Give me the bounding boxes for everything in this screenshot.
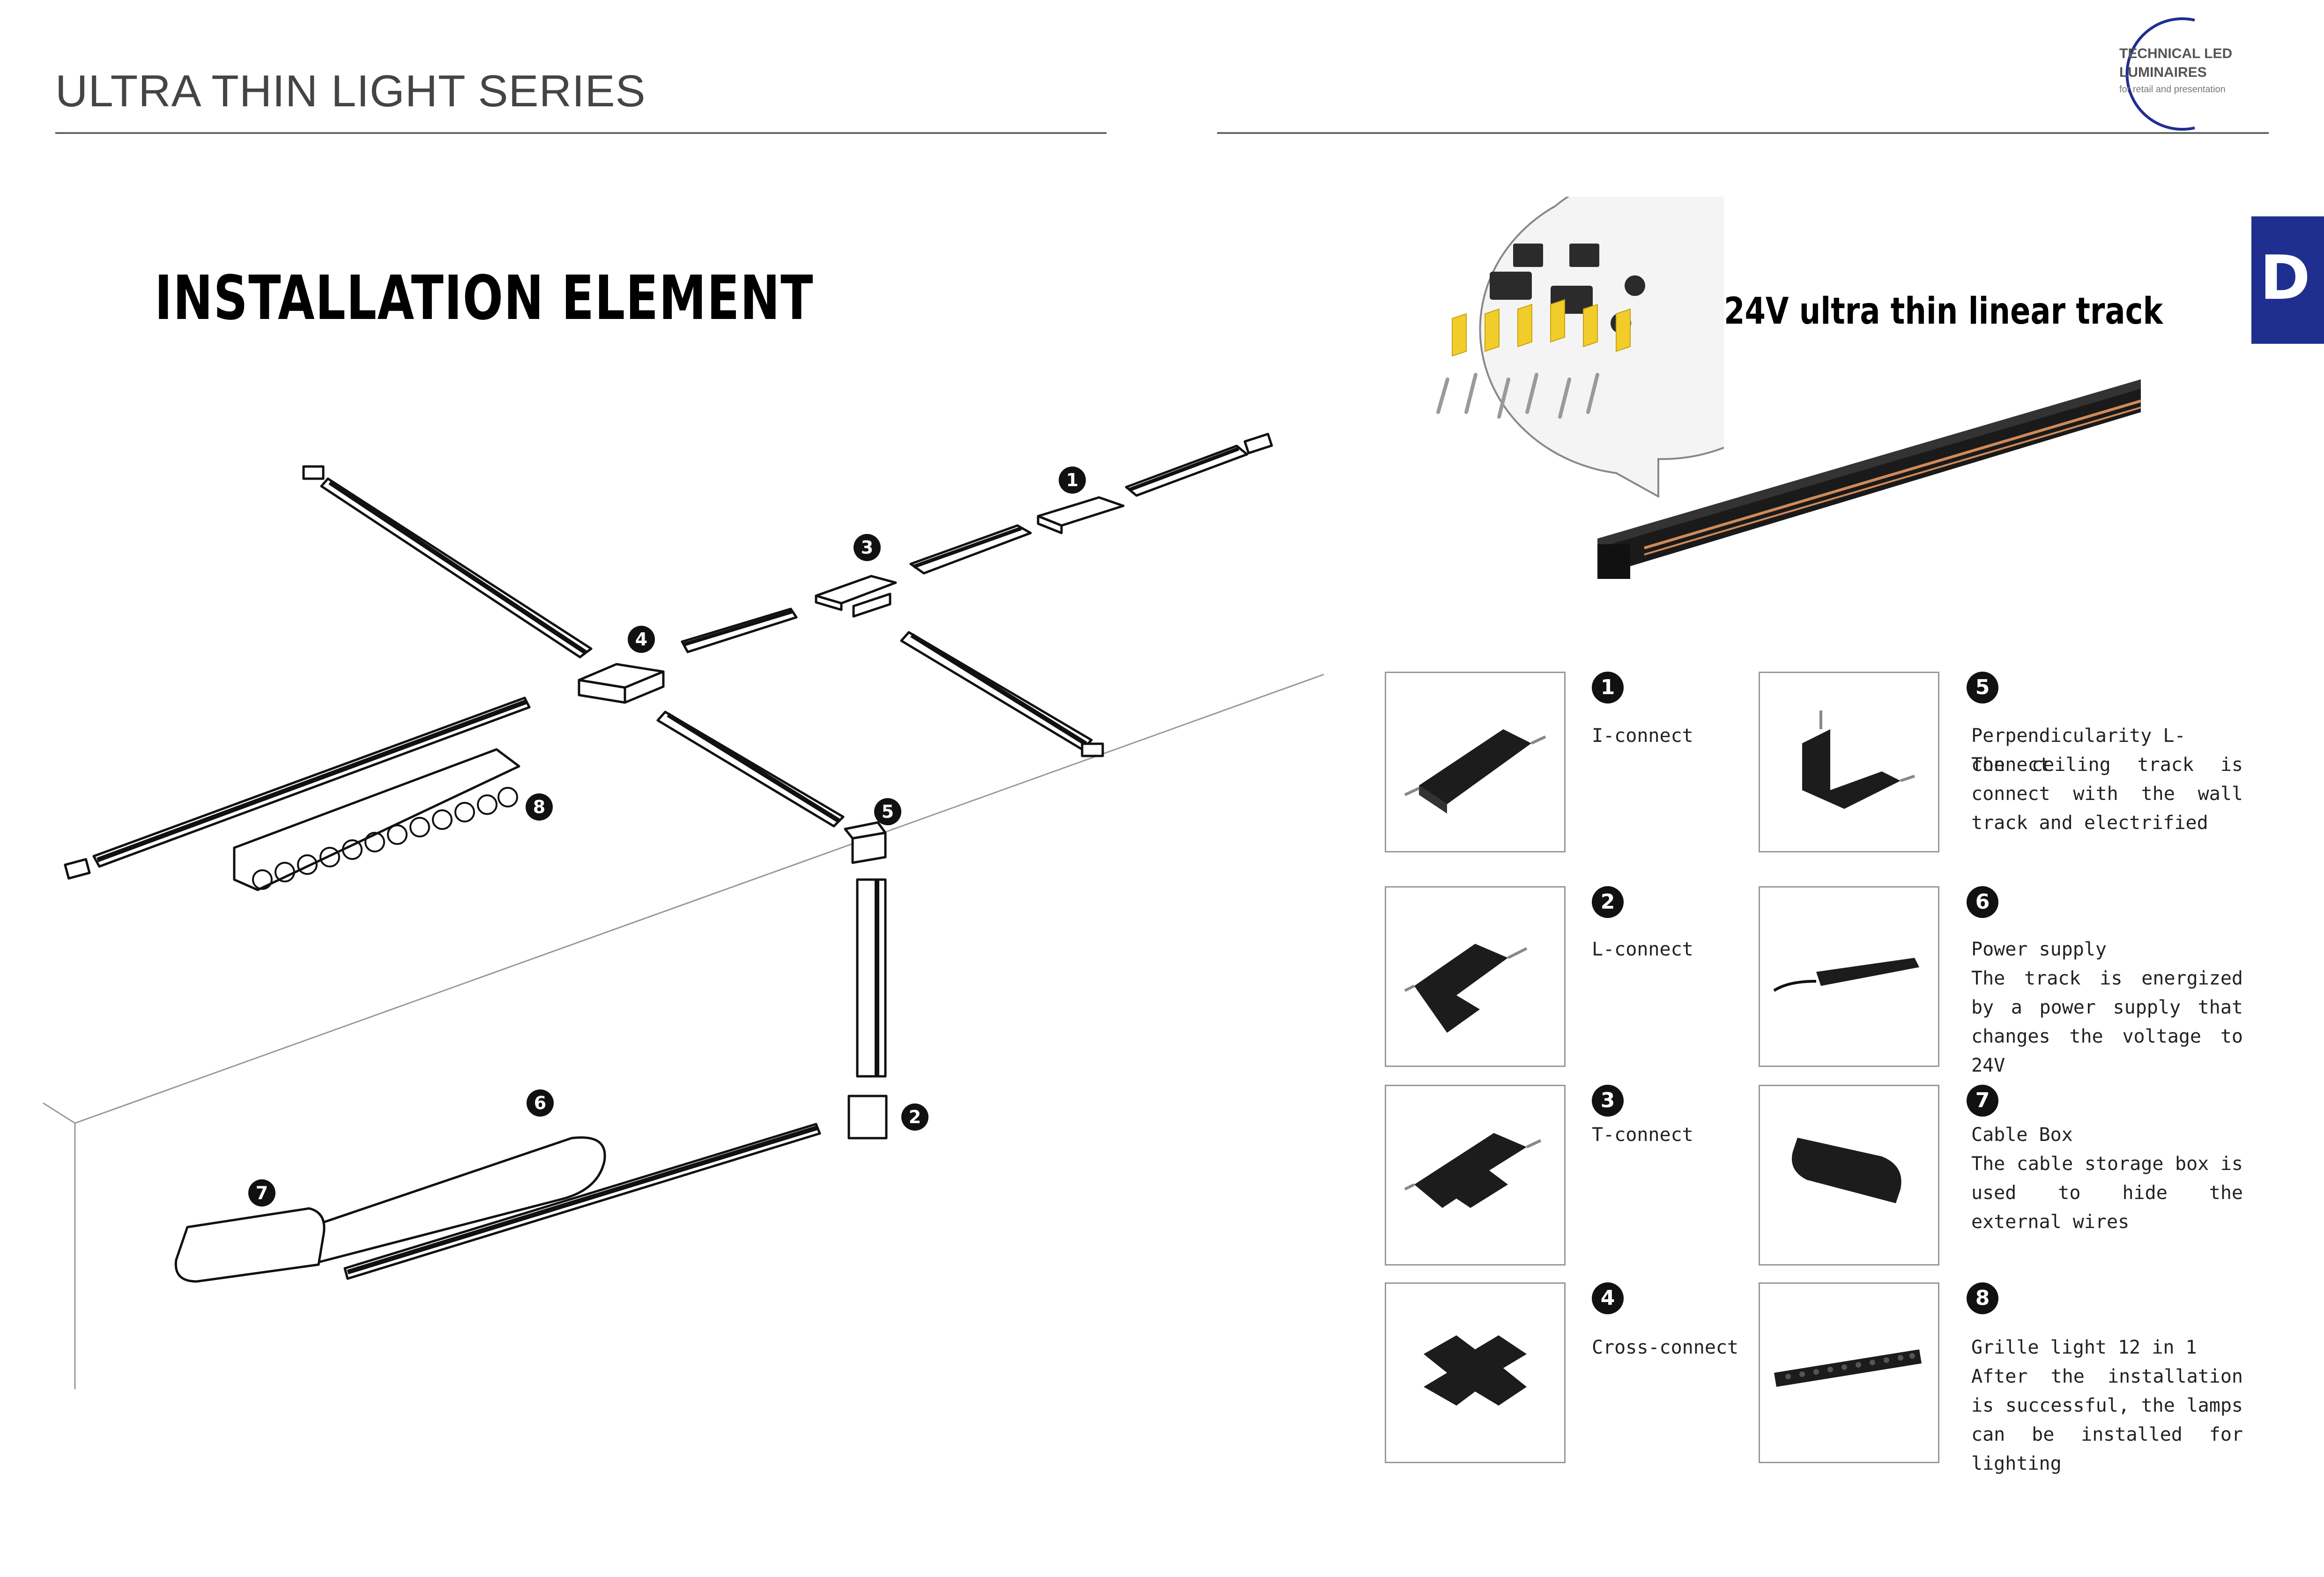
component-thumb-2 — [1385, 886, 1566, 1067]
component-name-3: T-connect — [1592, 1124, 1693, 1146]
track-render — [1597, 379, 2141, 579]
component-thumb-5 — [1759, 672, 1939, 852]
component-thumb-3 — [1385, 1085, 1566, 1266]
accessories-bubble — [1436, 197, 1724, 498]
header-divider-left — [55, 132, 1106, 134]
component-name-1: I-connect — [1592, 725, 1693, 747]
component-desc-7: The cable storage box is used to hide th… — [1971, 1153, 2243, 1233]
component-name-7: Cable Box — [1971, 1124, 2073, 1146]
brand-logo: TECHNICAL LED LUMINAIRES for retail and … — [2094, 13, 2267, 135]
component-desc-5: The ceiling track is connect with the wa… — [1971, 754, 2243, 834]
i-connect-icon — [1404, 729, 1546, 814]
component-number-5: 5 — [1967, 672, 1998, 703]
component-name-2: L-connect — [1592, 939, 1693, 960]
brand-ring-icon — [2125, 17, 2195, 131]
component-name-6: Power supply — [1971, 939, 2107, 960]
component-thumb-6 — [1759, 886, 1939, 1067]
brand-line2: LUMINAIRES — [2119, 65, 2207, 80]
component-number-4: 4 — [1592, 1282, 1624, 1314]
cable-box-icon — [1792, 1138, 1901, 1203]
component-number-3: 3 — [1592, 1085, 1624, 1117]
series-title: ULTRA THIN LIGHT SERIES — [55, 66, 646, 116]
brand-line1: TECHNICAL LED — [2119, 46, 2233, 61]
component-name-4: Cross-connect — [1592, 1337, 1739, 1358]
side-tab-letter: D — [2260, 242, 2310, 313]
component-number-6: 6 — [1967, 886, 1998, 918]
perpendicular-l-connect-icon — [1802, 711, 1915, 809]
component-desc-8: After the installation is successful, th… — [1971, 1366, 2243, 1474]
component-thumb-7 — [1759, 1085, 1939, 1266]
l-connect-icon — [1404, 944, 1528, 1033]
component-thumb-8 — [1759, 1282, 1939, 1463]
diagram-badge-1: 1 — [1059, 466, 1086, 494]
diagram-badge-3: 3 — [854, 534, 881, 561]
power-supply-icon — [1773, 958, 1919, 992]
diagram-badge-2: 2 — [901, 1103, 928, 1131]
installation-diagram — [43, 433, 1324, 1389]
side-tab[interactable]: D — [2251, 216, 2324, 344]
diagram-badge-5: 5 — [874, 798, 901, 825]
cross-connect-icon — [1424, 1335, 1527, 1406]
component-number-7: 7 — [1967, 1085, 1998, 1117]
brand-line3: for retail and presentation — [2119, 84, 2226, 95]
component-name-8: Grille light 12 in 1 — [1971, 1337, 2197, 1358]
component-number-2: 2 — [1592, 886, 1624, 918]
diagram-badge-8: 8 — [526, 793, 553, 821]
diagram-badge-4: 4 — [628, 626, 655, 653]
t-connect-icon — [1404, 1133, 1542, 1208]
component-number-8: 8 — [1967, 1282, 1998, 1314]
component-name-5: Perpendicularity L-connect — [1971, 725, 2186, 776]
diagram-badge-6: 6 — [527, 1089, 554, 1117]
header-divider-right — [1217, 132, 2269, 134]
diagram-badge-7: 7 — [248, 1179, 275, 1207]
page-title: INSTALLATION ELEMENT — [155, 262, 814, 333]
component-number-1: 1 — [1592, 672, 1624, 703]
track-title: 24V ultra thin linear track — [1724, 290, 2163, 333]
component-thumb-1 — [1385, 672, 1566, 852]
component-desc-6: The track is energized by a power supply… — [1971, 968, 2243, 1076]
grille-light-icon — [1774, 1349, 1922, 1387]
component-thumb-4 — [1385, 1282, 1566, 1463]
